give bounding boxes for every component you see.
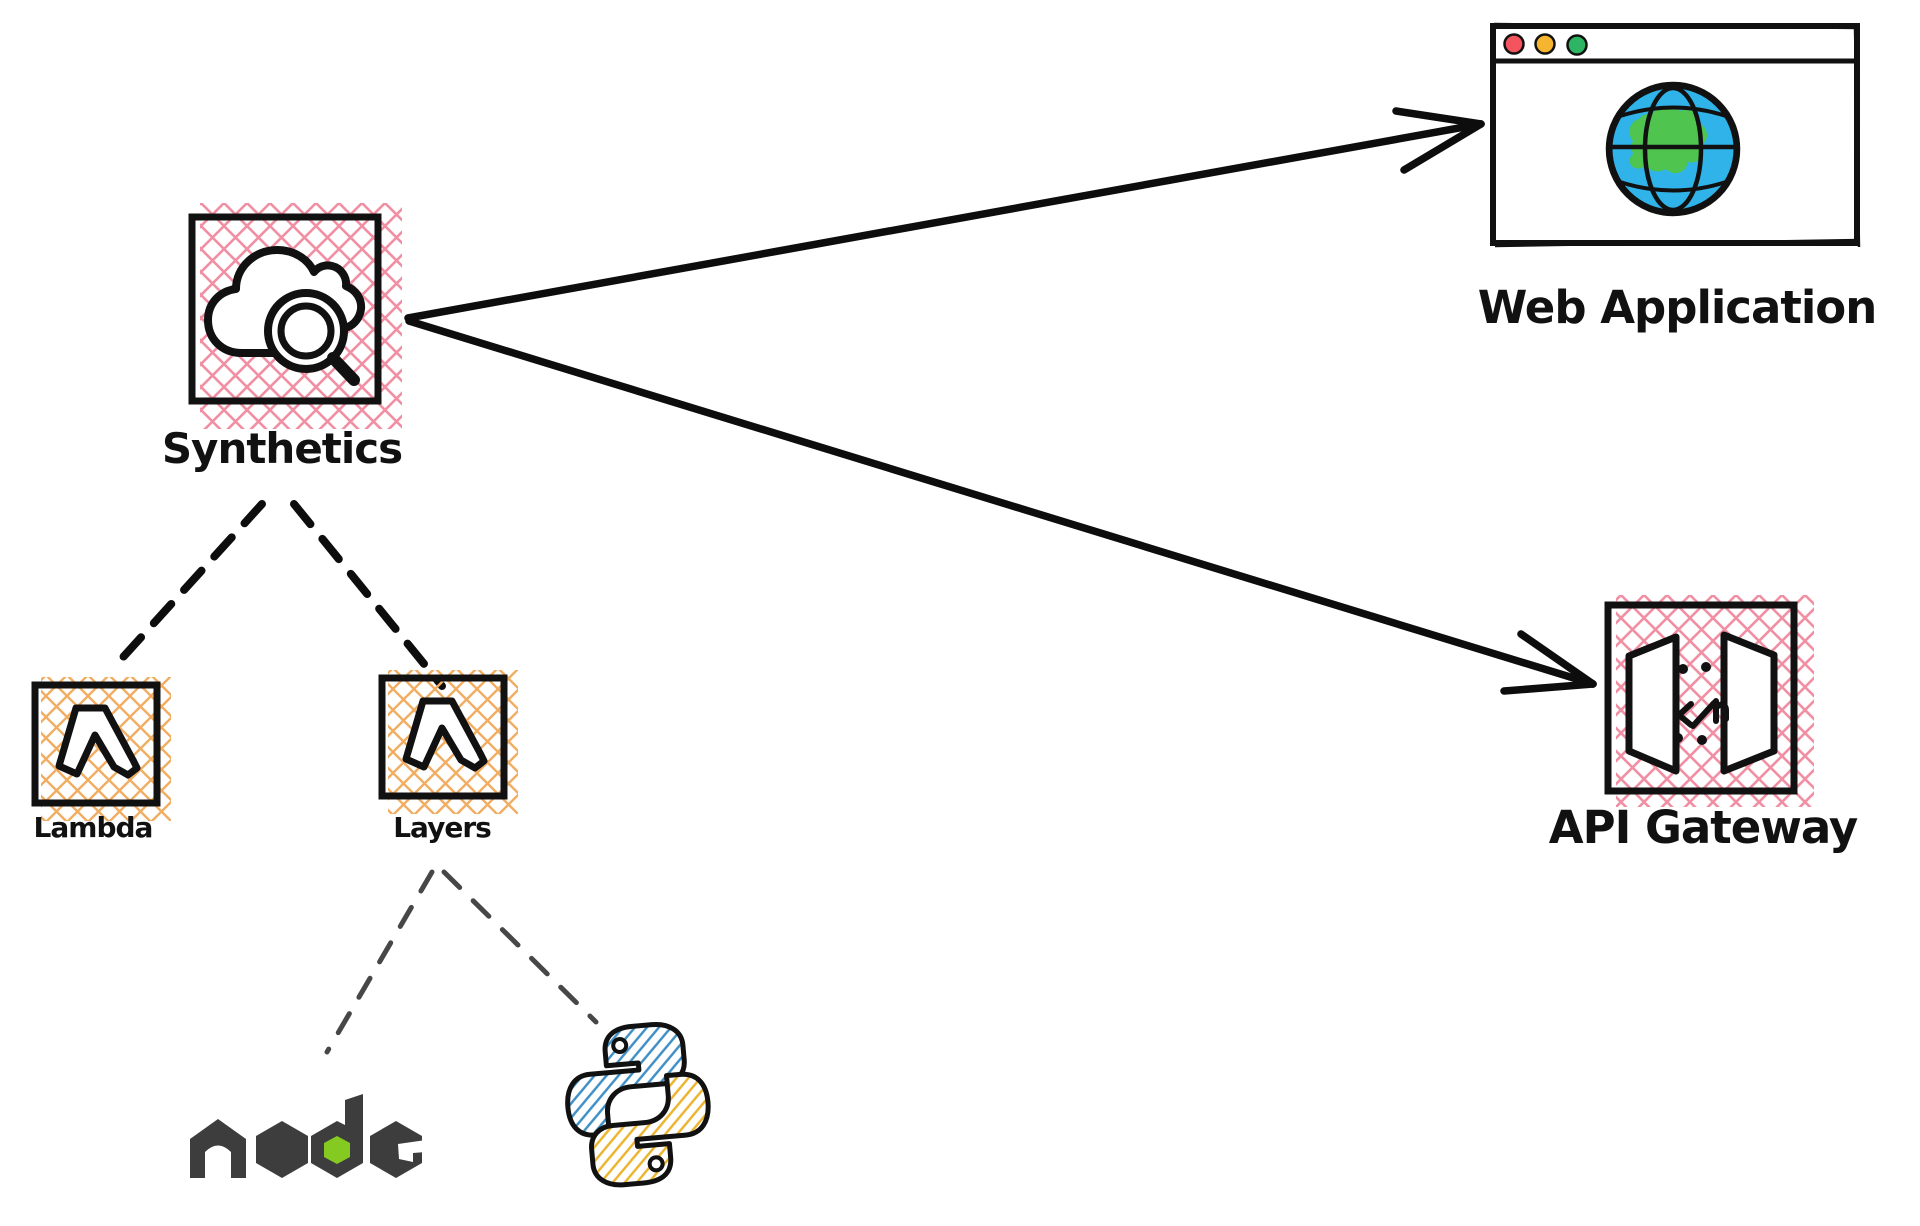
lambda-icon (31, 677, 171, 821)
sketch-overdraw (1493, 22, 1861, 248)
node-green-hexagon (324, 1136, 350, 1164)
nodejs-logo-icon (190, 1094, 426, 1178)
minimize-traffic-light-icon (1534, 33, 1556, 55)
connector-synthetics-to-layers-dashed (290, 500, 446, 690)
node-layers (372, 668, 522, 818)
node-synthetics (178, 203, 408, 433)
gateway-dots (1673, 662, 1711, 745)
connector-layers-to-node-dashed (324, 869, 435, 1055)
lambda-layers-icon (378, 670, 518, 814)
python-eye-bottom (647, 1155, 665, 1173)
globe-icon (1605, 81, 1741, 217)
python-yellow-snake (589, 1071, 711, 1188)
python-eye-top (611, 1037, 629, 1055)
lambda-glyph (55, 704, 141, 779)
gateway-code-glyph (1674, 698, 1729, 729)
gateway-left-panel (1625, 633, 1680, 775)
gateway-right-panel (1720, 631, 1778, 775)
node-api-gateway (1598, 595, 1814, 810)
node-lambda (25, 675, 175, 825)
node-nodejs (186, 1092, 426, 1184)
node-web-application (1486, 19, 1866, 255)
magnifier-glyph (264, 289, 360, 386)
synthetics-label: Synthetics (161, 424, 403, 473)
connector-synthetics-to-api-arrow (405, 317, 1597, 695)
close-traffic-light-icon (1503, 33, 1525, 55)
lambda-glyph (402, 697, 488, 772)
cloudwatch-synthetics-icon (188, 203, 402, 429)
connector-synthetics-to-web-arrow (404, 107, 1485, 322)
node-python (553, 1011, 728, 1199)
web-application-label: Web Application (1477, 281, 1877, 334)
node-letter-n (190, 1119, 246, 1178)
python-logo-icon (565, 1022, 711, 1188)
api-gateway-label: API Gateway (1548, 801, 1858, 854)
api-gateway-icon (1604, 595, 1814, 807)
node-letter-e (370, 1121, 422, 1178)
connector-synthetics-to-lambda-dashed (111, 500, 266, 670)
layers-label: Layers (393, 811, 492, 844)
lambda-label: Lambda (33, 811, 154, 844)
connector-layers-to-python-dashed (441, 869, 599, 1025)
browser-globe-icon (1490, 22, 1861, 248)
maximize-traffic-light-icon (1566, 34, 1588, 56)
node-letter-o (256, 1121, 308, 1178)
node-letter-e-notch (398, 1140, 426, 1162)
